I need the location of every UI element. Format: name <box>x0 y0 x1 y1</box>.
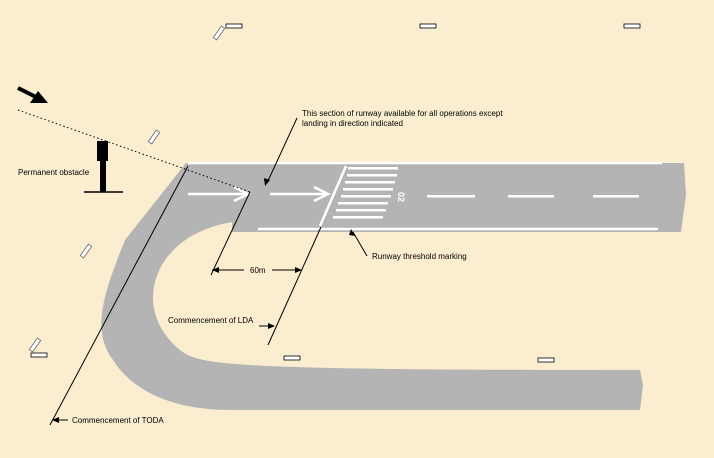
toda-label: Commencement of TODA <box>72 416 164 425</box>
threshold-stripes <box>333 167 398 219</box>
dimension-arrow-right <box>295 267 302 273</box>
section-note-leader <box>266 117 298 184</box>
obstacle-clearance-line <box>17 109 251 193</box>
displaced-reference-line <box>210 191 251 276</box>
tilted-markers <box>28 25 226 353</box>
centerline-dashes <box>427 195 639 198</box>
lda-label: Commencement of LDA <box>168 316 254 325</box>
threshold-bar <box>318 165 348 227</box>
distance-label: 60m <box>250 266 266 275</box>
permanent-obstacle-label: Permanent obstacle <box>18 168 90 177</box>
threshold-leader-tip <box>349 229 355 236</box>
threshold-marking-label: Runway threshold marking <box>372 252 467 261</box>
arrow-2 <box>270 185 331 203</box>
dimension-arrow-left <box>212 267 219 273</box>
section-note-leader-tip <box>264 178 270 186</box>
section-note-line1: This section of runway available for all… <box>302 109 503 118</box>
arrow-1 <box>188 185 251 203</box>
permanent-obstacle-icon <box>84 141 123 193</box>
edge-markers <box>30 23 641 363</box>
taxiway-pavement <box>101 163 644 410</box>
toda-leader-tip <box>52 417 59 423</box>
section-note-line2: landing in direction indicated <box>302 119 403 128</box>
lda-leader-tip <box>268 323 275 329</box>
approach-arrow-icon <box>17 86 48 103</box>
lda-line <box>267 226 322 346</box>
toda-line <box>49 165 189 426</box>
runway-designator: 02 <box>396 192 406 202</box>
threshold-leader <box>352 231 368 257</box>
